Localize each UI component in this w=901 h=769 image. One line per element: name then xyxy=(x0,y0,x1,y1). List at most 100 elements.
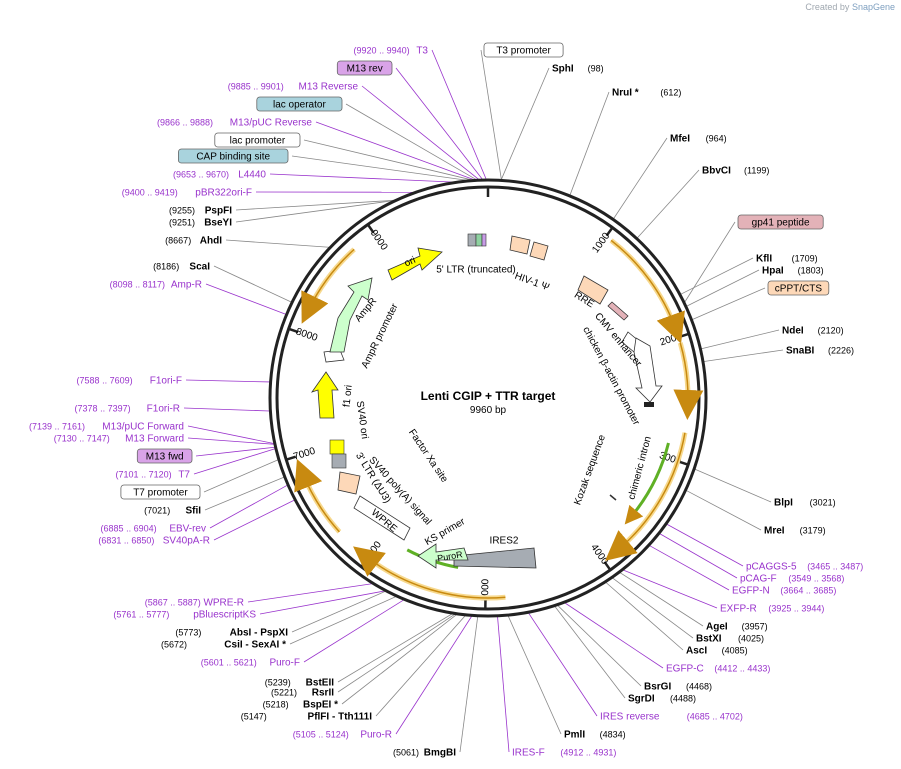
label-f1ori-f[interactable]: F1ori-F(7588 .. 7609) xyxy=(77,375,182,386)
arc-segment-edge xyxy=(307,248,355,311)
label-t3-promoter[interactable]: T3 promoter xyxy=(483,42,564,58)
label-box xyxy=(214,132,301,148)
label-name: F1ori-F xyxy=(150,376,182,387)
label-name: M13 Reverse xyxy=(299,82,359,93)
label-bsteii[interactable]: BstEII(5239) xyxy=(265,677,334,688)
label-cppt-cts[interactable]: cPPT/CTS xyxy=(767,280,830,296)
leader-line xyxy=(209,484,288,529)
label-cap-binding-site[interactable]: CAP binding site xyxy=(177,148,289,164)
label-name: T3 xyxy=(416,46,428,57)
leader-line xyxy=(203,459,279,493)
label-bsrgi[interactable]: BsrGI(4468) xyxy=(644,681,712,692)
label-bseyi[interactable]: BseYI(9251) xyxy=(169,217,232,228)
label-csii[interactable]: CsiI - SexAI *(5672) xyxy=(161,639,286,650)
label-coord: (9866 .. 9888) xyxy=(157,117,213,127)
label-amp-r[interactable]: Amp-R (8098 .. 8117) xyxy=(110,279,202,290)
label-ires-f[interactable]: IRES-F(4912 .. 4931) xyxy=(512,747,616,758)
label-egfp-n[interactable]: EGFP-N(3664 .. 3685) xyxy=(732,585,836,596)
label-pcag-f[interactable]: pCAG-F(3549 .. 3568) xyxy=(740,573,844,584)
leader-line xyxy=(193,448,276,475)
leader-line xyxy=(612,577,694,639)
label-puro-f[interactable]: Puro-F(5601 .. 5621) xyxy=(201,657,300,668)
ires2-arrow xyxy=(453,547,537,569)
label-coord: (3549 .. 3568) xyxy=(788,573,844,583)
label-asci[interactable]: AscI(4085) xyxy=(686,645,748,656)
label-nrui[interactable]: NruI *(612) xyxy=(612,87,681,98)
label-coord: (4685 .. 4702) xyxy=(687,711,743,721)
label-mrei[interactable]: MreI(3179) xyxy=(764,525,826,536)
label-t7-promoter[interactable]: T7 promoter xyxy=(120,484,201,500)
label-mfei[interactable]: MfeI(964) xyxy=(670,133,727,144)
label-kfli[interactable]: KflI(1709) xyxy=(756,253,818,264)
label-coord: (8098 .. 8117) xyxy=(110,279,165,289)
label-bbvci[interactable]: BbvCI(1199) xyxy=(702,165,769,176)
label-name: BmgBI xyxy=(424,748,456,759)
label-bspei[interactable]: BspEI *(5218) xyxy=(263,699,339,710)
label-pflfi[interactable]: PflFI - Tth111I(5147) xyxy=(241,711,372,722)
leader-line xyxy=(684,221,736,303)
label-name: EGFP-N xyxy=(732,586,770,597)
label-m13-rev[interactable]: M13 rev xyxy=(336,60,393,76)
label-coord: (4085) xyxy=(722,645,748,655)
label-l4440[interactable]: L4440(9653 .. 9670) xyxy=(173,169,266,180)
label-name: BlpI xyxy=(774,498,793,509)
label-ahdi[interactable]: AhdI(8667) xyxy=(165,235,222,246)
label-coord: (964) xyxy=(706,133,727,143)
label-lac-promoter[interactable]: lac promoter xyxy=(214,132,301,148)
label-hpai[interactable]: HpaI(1803) xyxy=(762,265,824,276)
label-pspfi[interactable]: PspFI(9255) xyxy=(169,205,232,216)
credit: Created by SnapGene xyxy=(805,2,895,12)
label-f1ori-r[interactable]: F1ori-R(7378 .. 7397) xyxy=(75,403,180,414)
label-coord: (1709) xyxy=(792,253,818,263)
label-pcaggs-5[interactable]: pCAGGS-5(3465 .. 3487) xyxy=(746,561,863,572)
label-ebv-rev[interactable]: EBV-rev(6885 .. 6904) xyxy=(101,523,206,534)
label-m13-fwd[interactable]: M13 fwd xyxy=(136,448,193,464)
label-name: SnaBI xyxy=(786,346,815,357)
leader-line xyxy=(337,614,455,693)
label-coord: (3465 .. 3487) xyxy=(807,561,863,571)
label-name: EBV-rev xyxy=(169,524,206,535)
label-t3[interactable]: T3(9920 .. 9940) xyxy=(354,45,429,56)
label-name: Puro-F xyxy=(269,658,300,669)
label-snabi[interactable]: SnaBI(2226) xyxy=(786,345,854,356)
label-ndei[interactable]: NdeI(2120) xyxy=(782,325,844,336)
label-exfp-r[interactable]: EXFP-R(3925 .. 3944) xyxy=(720,603,824,614)
leader-line xyxy=(686,490,762,531)
label-bstxi[interactable]: BstXI(4025) xyxy=(696,633,764,644)
label-m13-reverse[interactable]: M13 Reverse(9885 .. 9901) xyxy=(228,81,359,92)
label-m13-puc-reverse[interactable]: M13/pUC Reverse(9866 .. 9888) xyxy=(157,117,312,128)
label-sv40pa-r[interactable]: SV40pA-R(6831 .. 6850) xyxy=(98,535,210,546)
label-bmgbi[interactable]: BmgBI(5061) xyxy=(393,747,456,758)
label-wpre-r[interactable]: WPRE-R(5867 .. 5887) xyxy=(145,597,244,608)
label-puro-r[interactable]: Puro-R(5105 .. 5124) xyxy=(293,729,392,740)
leader-line xyxy=(619,572,704,627)
label-sphi[interactable]: SphI(98) xyxy=(552,63,604,74)
label-t7[interactable]: T7(7101 .. 7120) xyxy=(116,469,191,480)
label-lac-operator[interactable]: lac operator xyxy=(256,96,343,112)
label-coord: (5773) xyxy=(175,627,201,637)
label-egfp-c[interactable]: EGFP-C(4412 .. 4433) xyxy=(666,663,770,674)
label-blpi[interactable]: BlpI(3021) xyxy=(774,497,836,508)
label-pbr322ori-f[interactable]: pBR322ori-F(9400 .. 9419) xyxy=(122,187,252,198)
inner-label: ori xyxy=(403,255,418,270)
label-sgrdi[interactable]: SgrDI(4488) xyxy=(628,693,696,704)
leader-line xyxy=(337,613,453,683)
label-coord: (7021) xyxy=(144,505,170,515)
label-pbluescriptks[interactable]: pBluescriptKS(5761 .. 5777) xyxy=(113,609,256,620)
label-m13-puc-forward[interactable]: M13/pUC Forward(7139 .. 7161) xyxy=(29,421,184,432)
label-sfii[interactable]: SfiI(7021) xyxy=(144,505,201,516)
label-gp41-peptide[interactable]: gp41 peptide xyxy=(737,214,824,230)
label-m13-forward[interactable]: M13 Forward(7130 .. 7147) xyxy=(54,433,184,444)
tick-label: 9000 xyxy=(368,228,390,253)
tick-mark xyxy=(288,327,299,334)
label-scai[interactable]: ScaI(8186) xyxy=(153,261,210,272)
leader-line xyxy=(507,615,562,735)
leader-line xyxy=(637,169,700,239)
label-ires-reverse[interactable]: IRES reverse(4685 .. 4702) xyxy=(600,711,743,722)
label-name: Amp-R xyxy=(171,280,202,291)
label-agei[interactable]: AgeI(3957) xyxy=(706,621,768,632)
tick-label: 5000 xyxy=(480,578,491,601)
label-pmli[interactable]: PmlI(4834) xyxy=(564,729,626,740)
label-rsrii[interactable]: RsrII(5221) xyxy=(271,687,334,698)
label-absi[interactable]: AbsI - PspXI(5773) xyxy=(175,627,288,638)
